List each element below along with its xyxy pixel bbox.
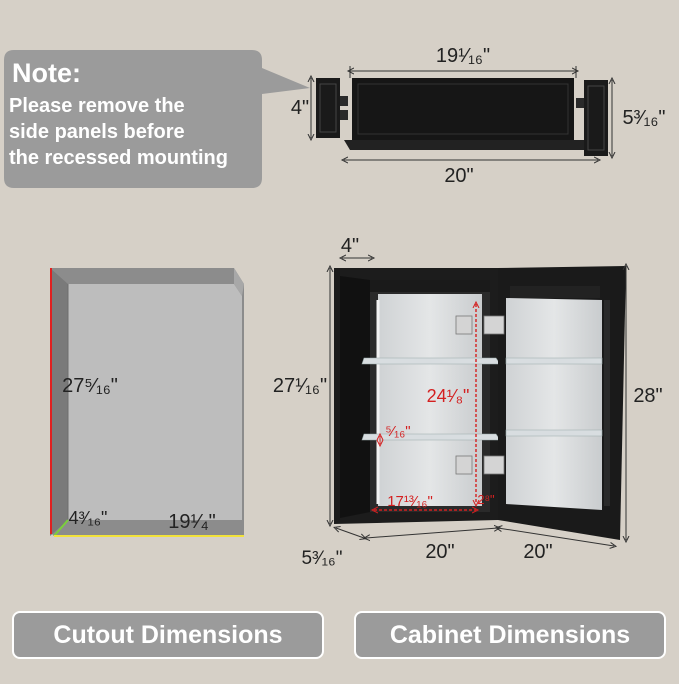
cabinet-top-body <box>352 78 574 140</box>
cabinet-dimensions-button[interactable]: Cabinet Dimensions <box>354 611 666 659</box>
note-title: Note: <box>12 58 81 88</box>
top-view: 19¹⁄₁₆" 4" 5³⁄₁₆" 20" <box>291 45 666 187</box>
top-total-depth-label: 5³⁄₁₆" <box>622 107 665 129</box>
cabinet-small-dim-label: 2⁸" <box>477 492 495 507</box>
cabinet-inner-width-label: 17¹³⁄₁₆" <box>387 493 433 510</box>
hinges <box>455 315 505 475</box>
cutout-height-label: 27⁵⁄₁₆" <box>62 375 118 397</box>
note-line: Please remove the <box>9 95 185 117</box>
cutout-dimensions-button[interactable]: Cutout Dimensions <box>12 611 324 659</box>
cabinet-body-width-label: 20" <box>425 541 454 563</box>
cabinet-door-width-label: 20" <box>523 541 552 563</box>
note-bubble <box>4 50 310 188</box>
cabinet-illustration: 4" 27¹⁄₁₆" 28" 24¹⁄₈" ⁵⁄₁₆" 17¹³⁄₁₆" 2⁸"… <box>273 235 663 569</box>
cabinet-depth-bottom-label: 5³⁄₁₆" <box>302 548 343 569</box>
top-inner-width-label: 19¹⁄₁₆" <box>436 45 490 67</box>
cabinet-inner-height-label: 24¹⁄₈" <box>427 386 470 406</box>
top-depth-label: 4" <box>291 97 309 119</box>
door-mirror <box>506 298 602 510</box>
cabinet-height-right-label: 28" <box>633 385 662 407</box>
note-body: Please remove the side panels before the… <box>9 93 269 171</box>
cabinet-depth-top-label: 4" <box>341 235 359 257</box>
shelf-upper <box>361 357 501 365</box>
top-width-label: 20" <box>444 165 473 187</box>
shelf-lower <box>361 433 501 441</box>
door-front <box>344 140 598 150</box>
cabinet-height-left-label: 27¹⁄₁₆" <box>273 375 327 397</box>
cutout-depth-edge <box>53 519 69 537</box>
note-callout: Note: Please remove the side panels befo… <box>4 50 310 188</box>
note-line: the recessed mounting <box>9 147 228 169</box>
cutout-width-label: 19¹⁄₄" <box>168 511 216 533</box>
cutout-illustration: 27⁵⁄₁₆" 4³⁄₁₆" 19¹⁄₄" <box>50 268 244 537</box>
cutout-depth-label: 4³⁄₁₆" <box>69 508 108 528</box>
cabinet-shelf-gap-label: ⁵⁄₁₆" <box>385 423 410 440</box>
note-line: side panels before <box>9 121 185 143</box>
